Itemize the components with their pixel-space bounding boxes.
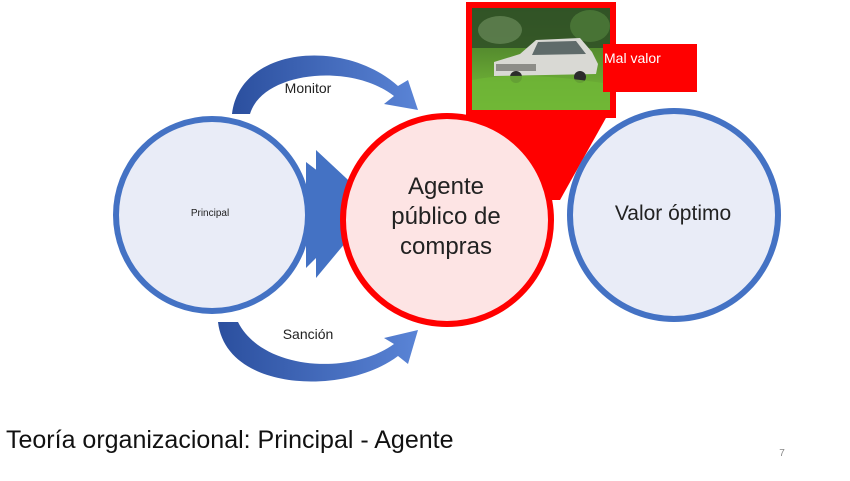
valor-optimo-label: Valor óptimo bbox=[614, 202, 732, 225]
principal-node bbox=[113, 116, 376, 314]
principal-label: Principal bbox=[190, 208, 230, 219]
sancion-label: Sanción bbox=[282, 326, 334, 342]
agente-node bbox=[340, 113, 554, 327]
abandoned-car-photo bbox=[472, 8, 610, 110]
agente-line-3: compras bbox=[399, 233, 493, 260]
agente-line-2: público de bbox=[391, 203, 501, 230]
agente-label: Agente público de compras bbox=[366, 172, 526, 262]
monitor-label: Monitor bbox=[284, 80, 332, 96]
page-number: 7 bbox=[779, 448, 785, 459]
agente-line-1: Agente bbox=[407, 173, 485, 200]
valor-optimo-node bbox=[567, 108, 781, 322]
mal-valor-callout bbox=[603, 44, 697, 92]
slide-title: Teoría organizacional: Principal - Agent… bbox=[6, 426, 454, 454]
sancion-arrow bbox=[218, 322, 418, 382]
mal-valor-label: Mal valor bbox=[604, 50, 661, 66]
monitor-arrow bbox=[232, 55, 418, 114]
